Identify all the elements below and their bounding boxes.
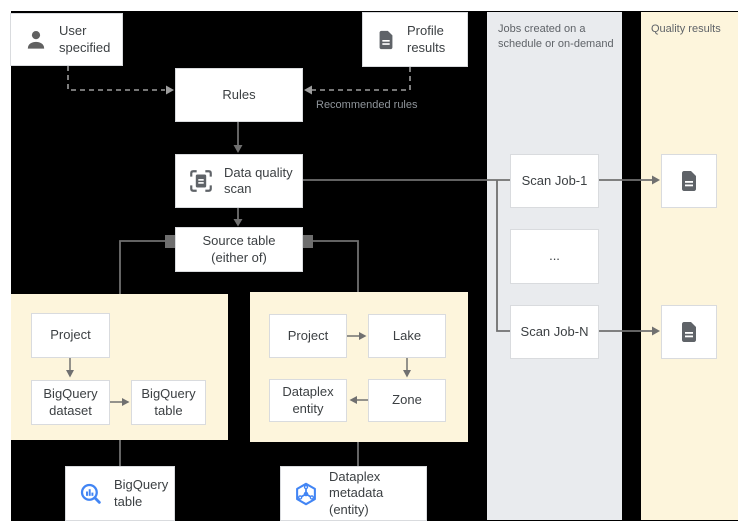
dataplex-icon xyxy=(293,481,319,507)
data-quality-scan-box: Data quality scan xyxy=(175,154,303,208)
bigquery-icon xyxy=(78,481,104,507)
profile-results-label: Profile results xyxy=(407,23,446,55)
dataplex-entity-box: Dataplex entity xyxy=(269,379,347,422)
bigquery-table-label: BigQuery table xyxy=(141,386,196,418)
scan-job-ellipsis-label: ... xyxy=(549,248,560,264)
user-specified-box: User specified xyxy=(10,13,123,66)
quality-results-column xyxy=(641,12,738,520)
quality-result-1-box xyxy=(661,154,717,208)
person-icon xyxy=(23,27,49,53)
bigquery-table-result-box: BigQuery table xyxy=(65,466,175,521)
dataplex-project-label: Project xyxy=(287,327,329,343)
scan-job-1-box: Scan Job-1 xyxy=(510,154,599,208)
scan-job-n-box: Scan Job-N xyxy=(510,305,599,359)
bigquery-project-box: Project xyxy=(31,313,110,358)
rules-box: Rules xyxy=(175,68,303,122)
scan-job-1-label: Scan Job-1 xyxy=(521,172,588,188)
data-quality-scan-label: Data quality scan xyxy=(224,164,293,196)
document-icon xyxy=(677,320,701,344)
jobs-column-header: Jobs created on a schedule or on-demand xyxy=(498,23,614,51)
bigquery-dataset-label: BigQuery dataset xyxy=(43,386,98,418)
bigquery-project-label: Project xyxy=(50,327,91,343)
bigquery-table-result-label: BigQuery table xyxy=(114,477,169,509)
lake-box: Lake xyxy=(368,314,446,358)
source-table-box: Source table (either of) xyxy=(175,227,303,272)
rules-label: Rules xyxy=(222,86,256,102)
scan-job-n-label: Scan Job-N xyxy=(520,323,589,339)
scan-frame-icon xyxy=(188,168,214,194)
document-icon xyxy=(677,169,701,193)
document-icon xyxy=(375,29,397,51)
bigquery-table-box: BigQuery table xyxy=(131,380,206,425)
dataplex-entity-label: Dataplex entity xyxy=(282,384,334,416)
quality-column-header: Quality results xyxy=(651,23,721,35)
dataplex-metadata-label: Dataplex metadata (entity) xyxy=(329,469,384,517)
lake-label: Lake xyxy=(392,327,422,343)
source-table-label: Source table (either of) xyxy=(202,233,276,265)
zone-box: Zone xyxy=(368,379,446,422)
zone-label: Zone xyxy=(392,392,422,408)
bigquery-dataset-box: BigQuery dataset xyxy=(31,380,110,425)
scan-job-ellipsis-box: ... xyxy=(510,229,599,284)
user-specified-label: User specified xyxy=(59,23,111,55)
dataplex-project-box: Project xyxy=(269,314,347,358)
profile-results-box: Profile results xyxy=(362,12,468,67)
diagram-background xyxy=(11,11,738,521)
recommended-rules-label: Recommended rules xyxy=(316,99,418,111)
dataplex-metadata-box: Dataplex metadata (entity) xyxy=(280,466,427,521)
quality-result-2-box xyxy=(661,305,717,359)
